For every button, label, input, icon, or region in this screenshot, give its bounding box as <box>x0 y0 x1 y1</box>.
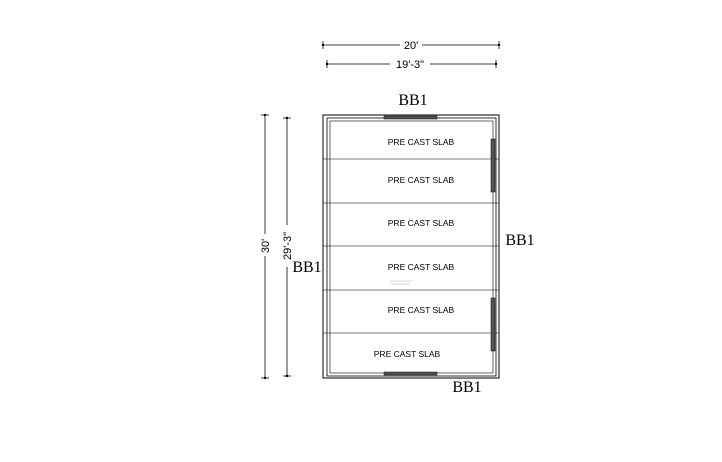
outer-width-label: 20' <box>404 40 418 52</box>
bottom-beam-marker <box>383 371 438 376</box>
slab-label: PRE CAST SLAB <box>388 305 455 315</box>
outer-width-dimension: 20' <box>321 38 501 52</box>
slab-label: PRE CAST SLAB <box>388 175 455 185</box>
outer-length-dimension: 30' <box>258 113 272 380</box>
inner-length-dimension: 29'-3" <box>280 116 294 378</box>
building-outline <box>322 114 500 379</box>
inner-width-dimension: 19'-3" <box>325 57 498 71</box>
slab-dividers <box>323 158 499 334</box>
slab-label: PRE CAST SLAB <box>374 349 441 359</box>
beam-label-right: BB1 <box>505 232 534 249</box>
slab-label: PRE CAST SLAB <box>388 218 455 228</box>
inner-length-label: 29'-3" <box>282 232 294 260</box>
beam-label-left: BB1 <box>292 259 321 276</box>
right-lower-beam-marker <box>490 297 496 352</box>
slab-label: PRE CAST SLAB <box>388 137 455 147</box>
slab-label: PRE CAST SLAB <box>388 262 455 272</box>
top-beam-marker <box>383 115 438 120</box>
beam-markers <box>383 115 496 376</box>
inner-width-label: 19'-3" <box>396 59 424 71</box>
outer-length-label: 30' <box>260 239 272 253</box>
beam-label-top: BB1 <box>398 92 427 109</box>
beam-label-bottom: BB1 <box>452 379 481 396</box>
tiny-annotation-mark <box>389 280 412 285</box>
right-upper-beam-marker <box>490 138 496 193</box>
